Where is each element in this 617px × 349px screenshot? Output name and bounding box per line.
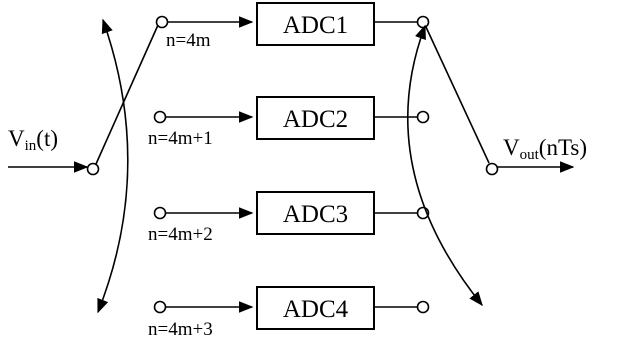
channel-4-index-label: n=4m+3 xyxy=(148,319,213,340)
channel-4-output-node xyxy=(416,300,430,314)
input-label: Vin(t) xyxy=(8,126,58,154)
adc4-box xyxy=(256,286,375,330)
input-rotation-arrow xyxy=(97,18,129,314)
adc1-label: ADC1 xyxy=(283,12,348,39)
channel-3: ADC3 n=4m+2 xyxy=(148,191,430,245)
adc4-label: ADC4 xyxy=(283,296,349,323)
channel-4: ADC4 n=4m+3 xyxy=(148,286,430,340)
channel-3-index-label: n=4m+2 xyxy=(148,224,213,245)
channel-2-input-node xyxy=(153,110,167,124)
channel-1: ADC1 n=4m xyxy=(155,2,430,51)
channel-3-input-node xyxy=(153,206,167,220)
adc2-label: ADC2 xyxy=(283,106,348,133)
channel-2: ADC2 n=4m+1 xyxy=(148,96,430,149)
channel-4-input-node xyxy=(153,300,167,314)
adc1-box xyxy=(256,2,375,46)
output-label: Vout(nTs) xyxy=(503,135,587,163)
adc2-box xyxy=(256,96,375,140)
output-rotation-arrow xyxy=(406,24,483,307)
adc3-label: ADC3 xyxy=(283,201,348,228)
channel-1-input-node xyxy=(155,15,169,29)
channel-1-output-node xyxy=(416,15,430,29)
adc3-box xyxy=(256,191,375,235)
channel-1-index-label: n=4m xyxy=(166,30,211,51)
output-switch-arm xyxy=(425,26,490,164)
channel-2-index-label: n=4m+1 xyxy=(148,128,213,149)
input-node xyxy=(86,162,100,176)
output-node xyxy=(485,162,499,176)
channel-2-output-node xyxy=(416,110,430,124)
